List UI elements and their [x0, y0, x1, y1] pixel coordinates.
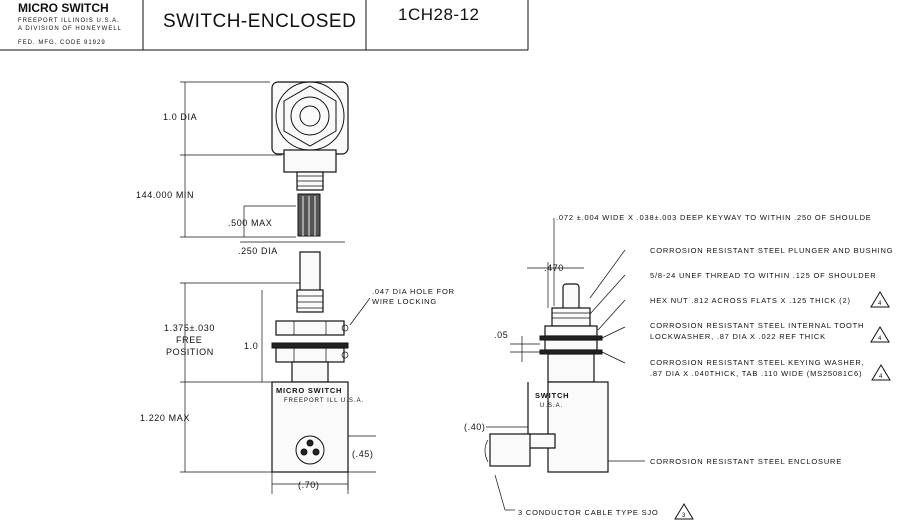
- note-keyway: .072 ±.004 WIDE X .038±.003 DEEP KEYWAY …: [556, 213, 872, 222]
- cable-entry: [295, 435, 325, 465]
- dim-strip-label: .500 MAX: [228, 218, 272, 228]
- note-thread: 5/8-24 UNEF THREAD TO WITHIN .125 OF SHO…: [650, 271, 876, 280]
- note-enclosure: CORROSION RESISTANT STEEL ENCLOSURE: [650, 457, 842, 466]
- dim-free-position-label-1: FREE: [176, 335, 202, 345]
- dim-free-position-label-2: POSITION: [166, 347, 214, 357]
- dim-plunger-dia-label: .250 DIA: [238, 246, 278, 256]
- right-body-sub: U.S.A.: [540, 403, 563, 409]
- end-view-inner-circle: [290, 96, 330, 136]
- revision-flag-number: 4: [879, 374, 883, 380]
- revision-flag-number: 4: [878, 336, 882, 342]
- note-cable: 3 CONDUCTOR CABLE TYPE SJO: [518, 508, 659, 517]
- leader-lockwasher: [601, 326, 626, 339]
- conductor: [312, 448, 320, 456]
- dim-dia-label: 1.0 DIA: [163, 112, 197, 122]
- right-body-neck: [547, 353, 595, 383]
- hole-note-line-2: WIRE LOCKING: [372, 297, 437, 306]
- revision-flag-hexnut: 4: [870, 291, 890, 308]
- bushing-top: [296, 289, 324, 313]
- dim-max-height-label: 1.220 MAX: [140, 413, 190, 423]
- wire-hole: [341, 324, 349, 332]
- right-enclosure: [547, 381, 609, 473]
- end-view: [271, 81, 349, 237]
- end-view-housing: [271, 81, 349, 155]
- hole-note-line-1: .047 DIA HOLE FOR: [372, 287, 455, 296]
- title-block: MICRO SWITCH FREEPORT ILLINOIS U.S.A. A …: [0, 0, 529, 51]
- note-plunger: CORROSION RESISTANT STEEL PLUNGER AND BU…: [650, 246, 893, 255]
- dim-40-label: (.40): [464, 422, 486, 432]
- leader-thread: [589, 274, 626, 315]
- leader-hole-note: [349, 297, 371, 326]
- dim-min-length-label: 144.000 MIN: [136, 190, 194, 200]
- right-body-label: SWITCH: [535, 391, 569, 400]
- switch-body: [271, 381, 349, 473]
- revision-triangle-icon: [674, 503, 694, 520]
- note-keying-1: CORROSION RESISTANT STEEL KEYING WASHER,: [650, 358, 865, 367]
- revision-flag-cable: 3: [674, 503, 694, 520]
- dim-free-position-value: 1.375±.030: [164, 323, 215, 333]
- conductor: [300, 448, 308, 456]
- bushing-neck: [291, 361, 329, 383]
- drawing-number: 1CH28-12: [398, 5, 480, 24]
- company-mfg-code: FED. MFG. CODE 91929: [18, 40, 106, 46]
- note-lockwasher-1: CORROSION RESISTANT STEEL INTERNAL TOOTH: [650, 321, 864, 330]
- company-name: MICRO SWITCH: [18, 1, 109, 15]
- note-keying-2: .87 DIA X .040THICK, TAB .110 WIDE (MS25…: [650, 369, 862, 378]
- dim-70-label: (.70): [298, 480, 320, 490]
- switch-body-subtitle: FREEPORT ILL U.S.A.: [284, 398, 364, 404]
- left-view: 1.0 DIA 144.000 MIN .500 MAX .250 DIA .0…: [136, 81, 455, 494]
- wire-hole: [341, 351, 349, 359]
- dim-05-label: .05: [494, 330, 508, 340]
- revision-flag-number: 3: [682, 513, 686, 519]
- leader-hexnut: [597, 299, 626, 331]
- hex-nut-upper: [275, 320, 345, 336]
- company-division: A DIVISION OF HONEYWELL: [18, 26, 122, 32]
- note-lockwasher-2: LOCKWASHER, .87 DIA X .022 REF THICK: [650, 332, 826, 341]
- end-view-plunger: [299, 105, 321, 127]
- right-bushing: [551, 307, 591, 327]
- right-lockwasher: [539, 335, 603, 341]
- hex-nut-lower: [275, 347, 345, 363]
- revision-triangle-icon: [871, 364, 891, 381]
- dim-one-label: 1.0: [244, 341, 258, 351]
- revision-triangle-icon: [870, 326, 890, 343]
- end-view-hex: [283, 85, 337, 147]
- revision-flag-lockwasher: 4: [870, 326, 890, 343]
- dim-45-label: (.45): [352, 449, 374, 459]
- note-hexnut: HEX NUT .812 ACROSS FLATS X .125 THICK (…: [650, 296, 851, 305]
- switch-body-brand: MICRO SWITCH: [276, 386, 342, 395]
- plunger: [299, 251, 321, 295]
- end-view-cable-gland: [283, 149, 337, 173]
- lockwasher: [271, 342, 349, 349]
- revision-flag-keying: 4: [871, 364, 891, 381]
- company-location: FREEPORT ILLINOIS U.S.A.: [18, 18, 120, 24]
- cable-break: [484, 439, 489, 463]
- right-keying-washer: [539, 349, 603, 355]
- leader-plunger: [589, 249, 626, 299]
- right-hex-nut-lower: [544, 339, 598, 351]
- revision-flag-number: 4: [878, 301, 882, 307]
- cable-jacket: [489, 433, 531, 467]
- leader-keying: [601, 351, 626, 364]
- leader-cable: [494, 474, 506, 511]
- right-view: SWITCH U.S.A. .470 .05 (.40) .072 ±.004 …: [464, 213, 893, 520]
- right-hex-nut-upper: [544, 325, 598, 337]
- revision-triangle-icon: [870, 291, 890, 308]
- conductor: [306, 439, 314, 447]
- drawing-title: SWITCH-ENCLOSED: [163, 11, 356, 32]
